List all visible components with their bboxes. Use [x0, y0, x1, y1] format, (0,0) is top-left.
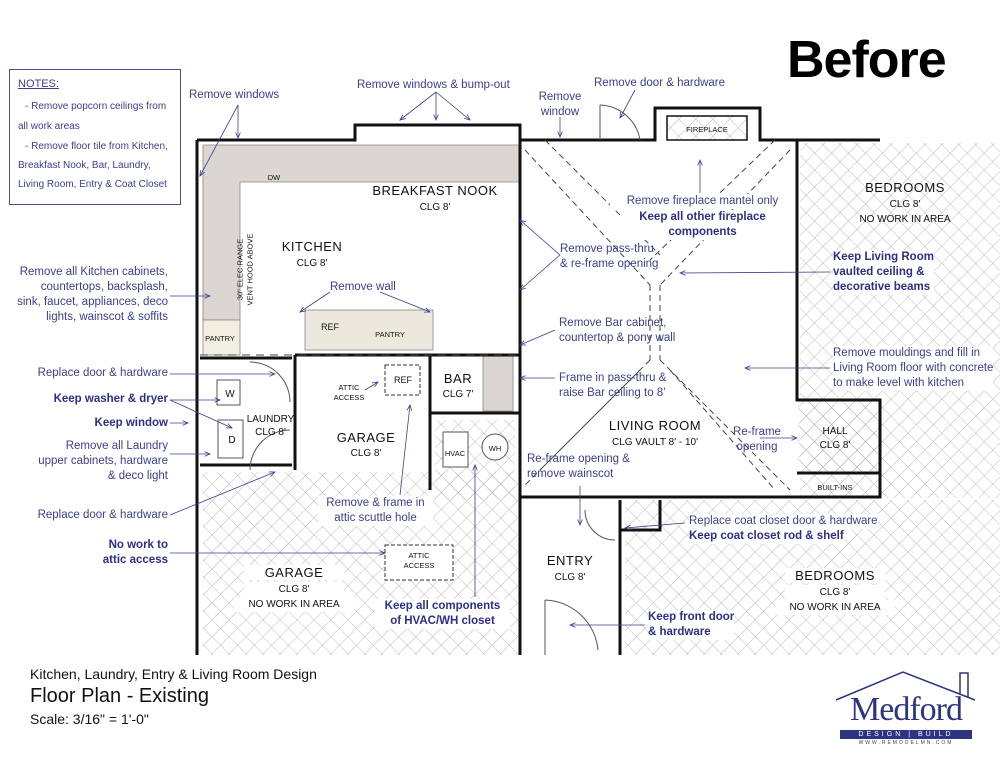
logo-name: Medford [850, 691, 963, 728]
note-keep-coat-closet: Keep coat closet rod & shelf [689, 529, 844, 544]
built-ins-label: BUILT-INS [817, 483, 853, 492]
note-keep-front-door: Keep front door & hardware [648, 610, 735, 640]
scale-label: Scale: 3/16" = 1'-0" [30, 711, 149, 727]
dishwasher-label: DW [267, 173, 281, 182]
room-bar: BAR [443, 371, 473, 386]
note-reframe-opening-hall: Re-frame opening [733, 426, 781, 453]
room-bedrooms-top: BEDROOMS [865, 180, 945, 195]
note-remove-bar: Remove Bar cabinet, countertop & pony wa… [559, 317, 676, 344]
hvac-label: HVAC [444, 449, 466, 458]
dryer-label: D [228, 435, 236, 446]
attic-access-upper-box [384, 364, 421, 396]
note-keep-vaulted: Keep Living Room vaulted ceiling & decor… [833, 250, 934, 295]
room-living: LIVING ROOM [608, 418, 702, 433]
note-replace-coat-closet: Replace coat closet door & hardware [689, 514, 878, 529]
room-bedrooms-bottom-status: NO WORK IN AREA [775, 600, 895, 615]
note-keep-washer-dryer: Keep washer & dryer [53, 393, 168, 405]
room-living-clg: CLG VAULT 8' - 10' [611, 437, 699, 448]
note-remove-windows-bumpout: Remove windows & bump-out [357, 79, 510, 91]
room-garage-lower-status: NO WORK IN AREA [234, 597, 354, 612]
hvac-unit [442, 431, 469, 468]
hall-hatch [798, 405, 876, 471]
washer-label: W [225, 389, 235, 400]
room-garage-upper: GARAGE [336, 430, 396, 445]
walls [195, 106, 882, 655]
note-remove-laundry: Remove all Laundry upper cabinets, hardw… [38, 440, 168, 482]
logo-house-icon [835, 671, 976, 701]
notes-box: NOTES: - Remove popcorn ceilings from al… [9, 69, 181, 205]
note-remove-passthru: Remove pass-thru & re-frame opening [560, 243, 659, 270]
room-breakfast-nook-clg: CLG 8' [419, 202, 451, 213]
room-bedrooms-bottom-clg: CLG 8' [785, 585, 885, 600]
logo-tagline: DESIGN | BUILD [840, 730, 972, 739]
room-kitchen-clg: CLG 8' [296, 258, 328, 269]
vault-beams [200, 139, 791, 491]
note-keep-window: Keep window [94, 417, 168, 429]
note-replace-door-laundry: Replace door & hardware [37, 367, 168, 379]
doors [249, 104, 641, 655]
kitchen-cabinets [202, 144, 521, 412]
attic-access-lower-label: ATTIC ACCESS [403, 551, 435, 570]
note-remove-window: Remove window [538, 91, 582, 118]
pantry-label: PANTRY [205, 334, 235, 343]
room-garage-lower-clg: CLG 8' [244, 582, 344, 597]
project-title: Kitchen, Laundry, Entry & Living Room De… [30, 666, 317, 682]
room-bedrooms-bottom: BEDROOMS [785, 568, 885, 583]
room-entry: ENTRY [546, 553, 594, 568]
leader-lines [169, 89, 831, 625]
room-bedrooms-top-clg: CLG 8' [889, 199, 921, 210]
note-remove-mouldings: Remove mouldings and fill in Living Room… [833, 346, 994, 391]
logo-url: WWW.REMODELMN.COM [858, 740, 954, 746]
room-laundry-clg: CLG 8' [255, 427, 286, 438]
notes-line: - Remove floor tile from Kitchen, [25, 141, 168, 152]
notes-line: Living Room, Entry & Coat Closet [18, 179, 167, 190]
kitchen-ref-label: REF [321, 322, 339, 332]
note-remove-mantel: Remove fireplace mantel only [610, 194, 795, 209]
room-bedrooms-top-status: NO WORK IN AREA [859, 214, 951, 225]
note-remove-door-hardware: Remove door & hardware [594, 77, 726, 89]
room-hall: HALL [822, 426, 848, 437]
hood-label: VENT HOOD ABOVE [245, 233, 255, 306]
notes-line: Breakfast Nook, Bar, Laundry, [18, 160, 151, 171]
before-heading: Before [787, 31, 947, 89]
attic-access-upper-label: ATTIC ACCESS [333, 383, 365, 402]
note-replace-door-garage: Replace door & hardware [37, 509, 168, 521]
room-kitchen: KITCHEN [281, 239, 343, 254]
note-remove-wall: Remove wall [330, 281, 396, 293]
room-bar-clg: CLG 7' [442, 389, 474, 400]
note-remove-windows: Remove windows [189, 89, 280, 101]
notes-heading: NOTES: [18, 78, 59, 90]
wh-label: WH [488, 444, 502, 453]
note-frame-passthru: Frame in pass-thru & raise Bar ceiling t… [559, 372, 667, 399]
room-garage-upper-clg: CLG 8' [350, 448, 382, 459]
room-garage-lower: GARAGE [244, 565, 344, 580]
note-remove-frame-attic: Remove & frame in attic scuttle hole [318, 496, 433, 526]
fireplace-label: FIREPLACE [686, 125, 728, 134]
note-keep-hvac: Keep all components of HVAC/WH closet [375, 599, 510, 629]
room-laundry: LAUNDRY [246, 414, 295, 425]
note-keep-fireplace: Keep all other fireplace components [620, 210, 785, 240]
sheet-title: Floor Plan - Existing [30, 685, 209, 707]
note-reframe-wainscot: Re-frame opening & remove wainscot [527, 453, 630, 480]
note-no-work-attic: No work to attic access [102, 539, 168, 566]
room-hall-clg: CLG 8' [819, 440, 851, 451]
attic-access-lower-box [384, 544, 454, 581]
garage-ref-label: REF [394, 375, 412, 385]
notes-line: - Remove popcorn ceilings from [25, 101, 167, 112]
note-remove-kitchen: Remove all Kitchen cabinets, countertops… [17, 266, 168, 323]
notes-line: all work areas [18, 121, 80, 132]
fireplace-box [666, 115, 748, 141]
room-breakfast-nook: BREAKFAST NOOK [372, 183, 498, 198]
washer [216, 379, 241, 406]
water-heater [481, 433, 509, 461]
room-entry-clg: CLG 8' [554, 572, 586, 583]
island-pantry-label: PANTRY [375, 330, 405, 339]
